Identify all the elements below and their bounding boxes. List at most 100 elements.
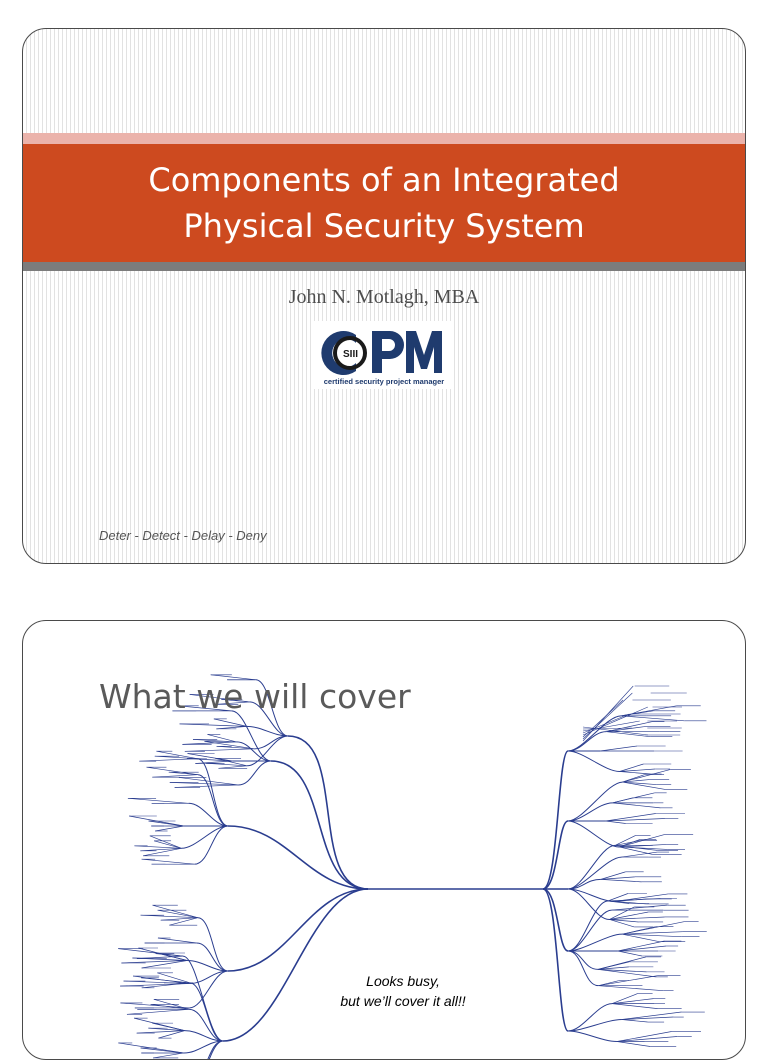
mind-map-twig [196, 942, 229, 972]
mind-map-leaf [622, 933, 660, 943]
mind-map-leaf [141, 858, 195, 865]
mind-map-twig [567, 900, 609, 952]
mind-map-twig [255, 679, 289, 737]
mind-map-leaf [157, 909, 198, 919]
mind-map-twig [231, 710, 272, 762]
mind-map-leaf [582, 720, 640, 732]
mind-map-twig [189, 970, 229, 1009]
mind-map-leaf [598, 985, 664, 992]
mind-map-twig [567, 750, 620, 772]
mind-map-leaf [600, 871, 626, 880]
overview-slide: What we will cover Looks busy, but we’ll… [22, 620, 746, 1060]
mind-map-leaf [168, 771, 198, 776]
mind-map-twig [567, 820, 620, 848]
mind-map-leaf [622, 769, 671, 783]
mind-map-leaf [622, 931, 683, 935]
mind-map-twig [188, 802, 229, 827]
mind-map-twig [236, 741, 272, 762]
mind-map-leaf [616, 1041, 651, 1047]
mind-map-leaf [140, 1047, 184, 1054]
mind-map-branch [227, 888, 369, 972]
mind-map-leaf [153, 1052, 184, 1059]
mind-map-leaf [155, 953, 183, 957]
mind-map-leaf [136, 955, 183, 959]
mind-map-leaf [616, 1031, 672, 1042]
mind-map-leaf [582, 706, 648, 736]
svg-text:SIII: SIII [343, 349, 358, 360]
mind-map-twig [567, 1019, 622, 1032]
mind-map-leaf [621, 851, 658, 858]
mind-map-leaf [607, 898, 661, 902]
mind-map-leaf [215, 757, 248, 767]
mind-map-leaf [614, 840, 641, 846]
mind-map-leaf [121, 960, 188, 964]
mind-map-leaf [155, 825, 184, 832]
mind-map-leaf [152, 904, 198, 919]
mind-map-leaf [609, 919, 635, 928]
mind-map-branch [542, 820, 569, 890]
mind-map-leaf [192, 739, 237, 743]
mind-map-leaf [187, 753, 233, 762]
mind-map-leaf [169, 917, 198, 926]
mind-map-leaf [614, 845, 658, 851]
mind-map-leaf [606, 721, 652, 733]
mind-map-leaf [174, 784, 239, 788]
mind-map-leaf [612, 998, 654, 1004]
mind-map-leaf [606, 731, 651, 738]
mind-map-leaf [619, 846, 668, 850]
mind-map-leaf [612, 993, 638, 1004]
mind-map-leaf [195, 760, 233, 764]
mind-map-leaf [178, 777, 239, 786]
mind-map-leaf [210, 674, 256, 681]
mind-map-twig [567, 802, 613, 822]
slide-title: What we will cover [99, 677, 411, 716]
mind-map-leaf [582, 726, 649, 736]
divider-band [23, 262, 745, 271]
mind-map-branch [542, 888, 569, 952]
mind-map-leaf [622, 781, 657, 785]
mind-map-leaf [600, 879, 642, 883]
mind-map-twig [207, 1040, 224, 1059]
mind-map-leaf [221, 699, 250, 703]
mind-map-leaf [609, 906, 635, 920]
mind-map-leaf [621, 1019, 648, 1023]
mind-map-leaf [189, 694, 250, 703]
mind-map-leaf [600, 876, 635, 880]
mind-map-leaf [621, 1016, 674, 1020]
mind-map-leaf [622, 933, 682, 938]
mind-map-leaf [160, 917, 198, 921]
mind-map-leaf [598, 980, 619, 987]
mind-map-leaf [153, 840, 182, 849]
mind-map-leaf [622, 774, 645, 783]
mind-map-leaf [600, 745, 638, 752]
mind-map-leaf [598, 969, 647, 973]
mind-map-twig [567, 731, 607, 752]
accent-band [23, 133, 745, 144]
mind-map-leaf [169, 782, 239, 786]
mind-map-leaf [213, 718, 247, 727]
mind-map-leaf [127, 797, 189, 804]
mind-map-leaf [612, 797, 633, 804]
mind-map-leaf [152, 774, 198, 778]
mind-map-twig [197, 774, 229, 827]
mind-map-leaf [619, 763, 644, 772]
mind-map-leaf [607, 893, 629, 902]
mind-map-branch [542, 750, 569, 890]
mind-map-twig [189, 1008, 224, 1042]
mind-map-leaf [140, 914, 198, 919]
mind-map-leaf [184, 748, 255, 752]
mind-map-leaf [150, 1003, 190, 1010]
mind-map-leaf [120, 1002, 190, 1009]
mind-map-leaf [622, 781, 666, 790]
mind-map-leaf [216, 726, 247, 730]
mind-map-leaf [206, 762, 248, 767]
mind-map-leaf [605, 813, 656, 822]
mind-map-twig [567, 878, 601, 890]
slide-title: Components of an Integrated Physical Sec… [148, 161, 620, 245]
mind-map-leaf [616, 1036, 678, 1042]
mind-map-leaf [134, 845, 182, 849]
mind-map-leaf [582, 713, 630, 734]
mind-map-leaf [607, 900, 630, 904]
mind-map-twig [197, 758, 229, 827]
mind-map-twig [246, 725, 289, 737]
